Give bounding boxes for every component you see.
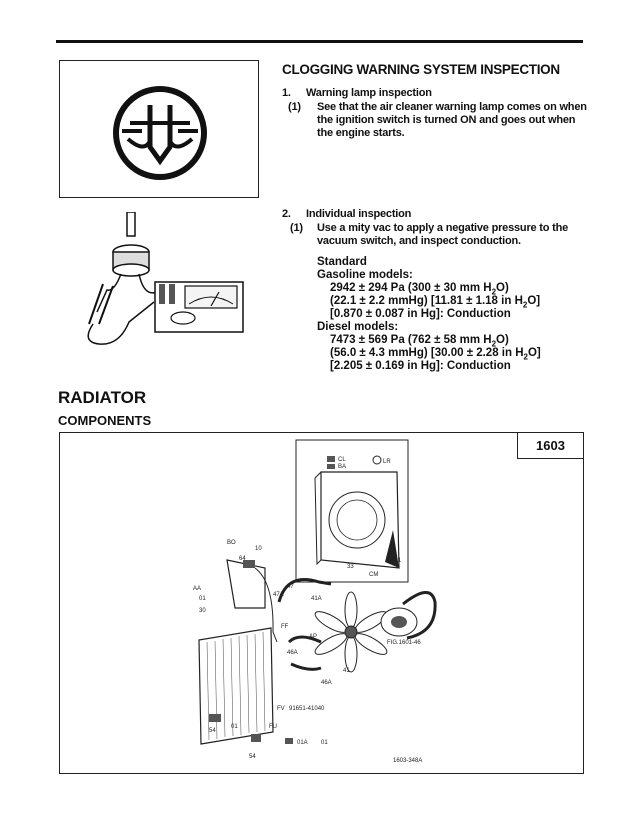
diagram-label: 01 — [231, 724, 238, 730]
item-1-sub-line: See that the air cleaner warning lamp co… — [317, 101, 587, 113]
diesel-spec-line: 7473 ± 569 Pa (762 ± 58 mm H2O) — [330, 334, 509, 349]
diagram-label: 47 — [287, 584, 294, 590]
diagram-label: AA — [193, 586, 201, 592]
diagram-label: 46A — [287, 650, 298, 656]
diesel-spec-line: [2.205 ± 0.169 in Hg]: Conduction — [330, 360, 511, 372]
radiator-exploded-diagram: CL BA LR 33 CM 11 BO 10 64 AA 01 30 54 0… — [193, 439, 437, 764]
item-1-sub-line: the engine starts. — [317, 127, 405, 139]
diagram-label: 91651-41040 — [289, 706, 325, 712]
diagram-label: BA — [338, 464, 346, 470]
diagram-label: CM — [369, 572, 378, 578]
gasoline-spec-line: (22.1 ± 2.2 mmHg) [11.81 ± 1.18 in H2O] — [330, 295, 541, 310]
item-1-title: Warning lamp inspection — [306, 87, 432, 99]
figure-code: 1603 — [517, 433, 583, 459]
vacuum-switch-tester-illustration — [87, 211, 244, 345]
diagram-label: 41 — [343, 668, 350, 674]
item-2-sub-line: Use a mity vac to apply a negative press… — [317, 222, 569, 234]
diagram-label: 1603-348A — [393, 758, 422, 764]
diesel-spec-line: (56.0 ± 4.3 mmHg) [30.00 ± 2.28 in H2O] — [330, 347, 541, 362]
gasoline-label: Gasoline models: — [317, 269, 413, 281]
components-heading: COMPONENTS — [58, 413, 152, 428]
top-rule — [56, 40, 583, 43]
diagram-label: 54 — [209, 728, 216, 734]
diagram-label: 54 — [249, 754, 256, 760]
item-1-sub-number: (1) — [288, 101, 301, 113]
warning-symbol-figure — [59, 60, 259, 198]
clogging-heading: CLOGGING WARNING SYSTEM INSPECTION — [282, 62, 560, 77]
diesel-label: Diesel models: — [317, 321, 399, 333]
gasoline-spec-line: [0.870 ± 0.087 in Hg]: Conduction — [330, 308, 511, 320]
radiator-components-figure — [59, 432, 584, 774]
diagram-label: LR — [383, 459, 391, 465]
standard-label: Standard — [317, 256, 367, 268]
diagram-label: 46A — [321, 680, 332, 686]
item-2-sub-number: (1) — [290, 222, 303, 234]
gasoline-spec-line: 2942 ± 294 Pa (300 ± 30 mm H2O) — [330, 282, 509, 297]
diagram-label: FV — [277, 706, 285, 712]
air-cleaner-warning-icon — [113, 86, 207, 180]
diagram-label: 64 — [239, 556, 246, 562]
diagram-label: FF — [281, 624, 289, 630]
diagram-label: 01 — [321, 740, 328, 746]
diagram-label: 33 — [347, 564, 354, 570]
item-2-sub-line: vacuum switch, and inspect conduction. — [317, 235, 521, 247]
item-1-number: 1. — [282, 87, 291, 99]
diagram-label: FIG.1601-46 — [387, 640, 421, 646]
diagram-label: CL — [338, 457, 346, 463]
item-2-number: 2. — [282, 208, 291, 220]
radiator-heading: RADIATOR — [58, 388, 147, 407]
diagram-label: 47A — [273, 592, 284, 598]
diagram-label: AP — [309, 634, 317, 640]
diagram-label: 11 — [395, 558, 402, 564]
diagram-label: 01 — [199, 596, 206, 602]
item-1-sub-line: the ignition switch is turned ON and goe… — [317, 114, 576, 126]
diagram-label: FU — [269, 724, 277, 730]
diagram-label: 01A — [297, 740, 308, 746]
diagram-label: 10 — [255, 546, 262, 552]
item-2-title: Individual inspection — [306, 208, 412, 220]
diagram-label: 41A — [311, 596, 322, 602]
diagram-label: 30 — [199, 608, 206, 614]
diagram-label: BO — [227, 540, 236, 546]
vacuum-switch-figure — [59, 211, 259, 352]
